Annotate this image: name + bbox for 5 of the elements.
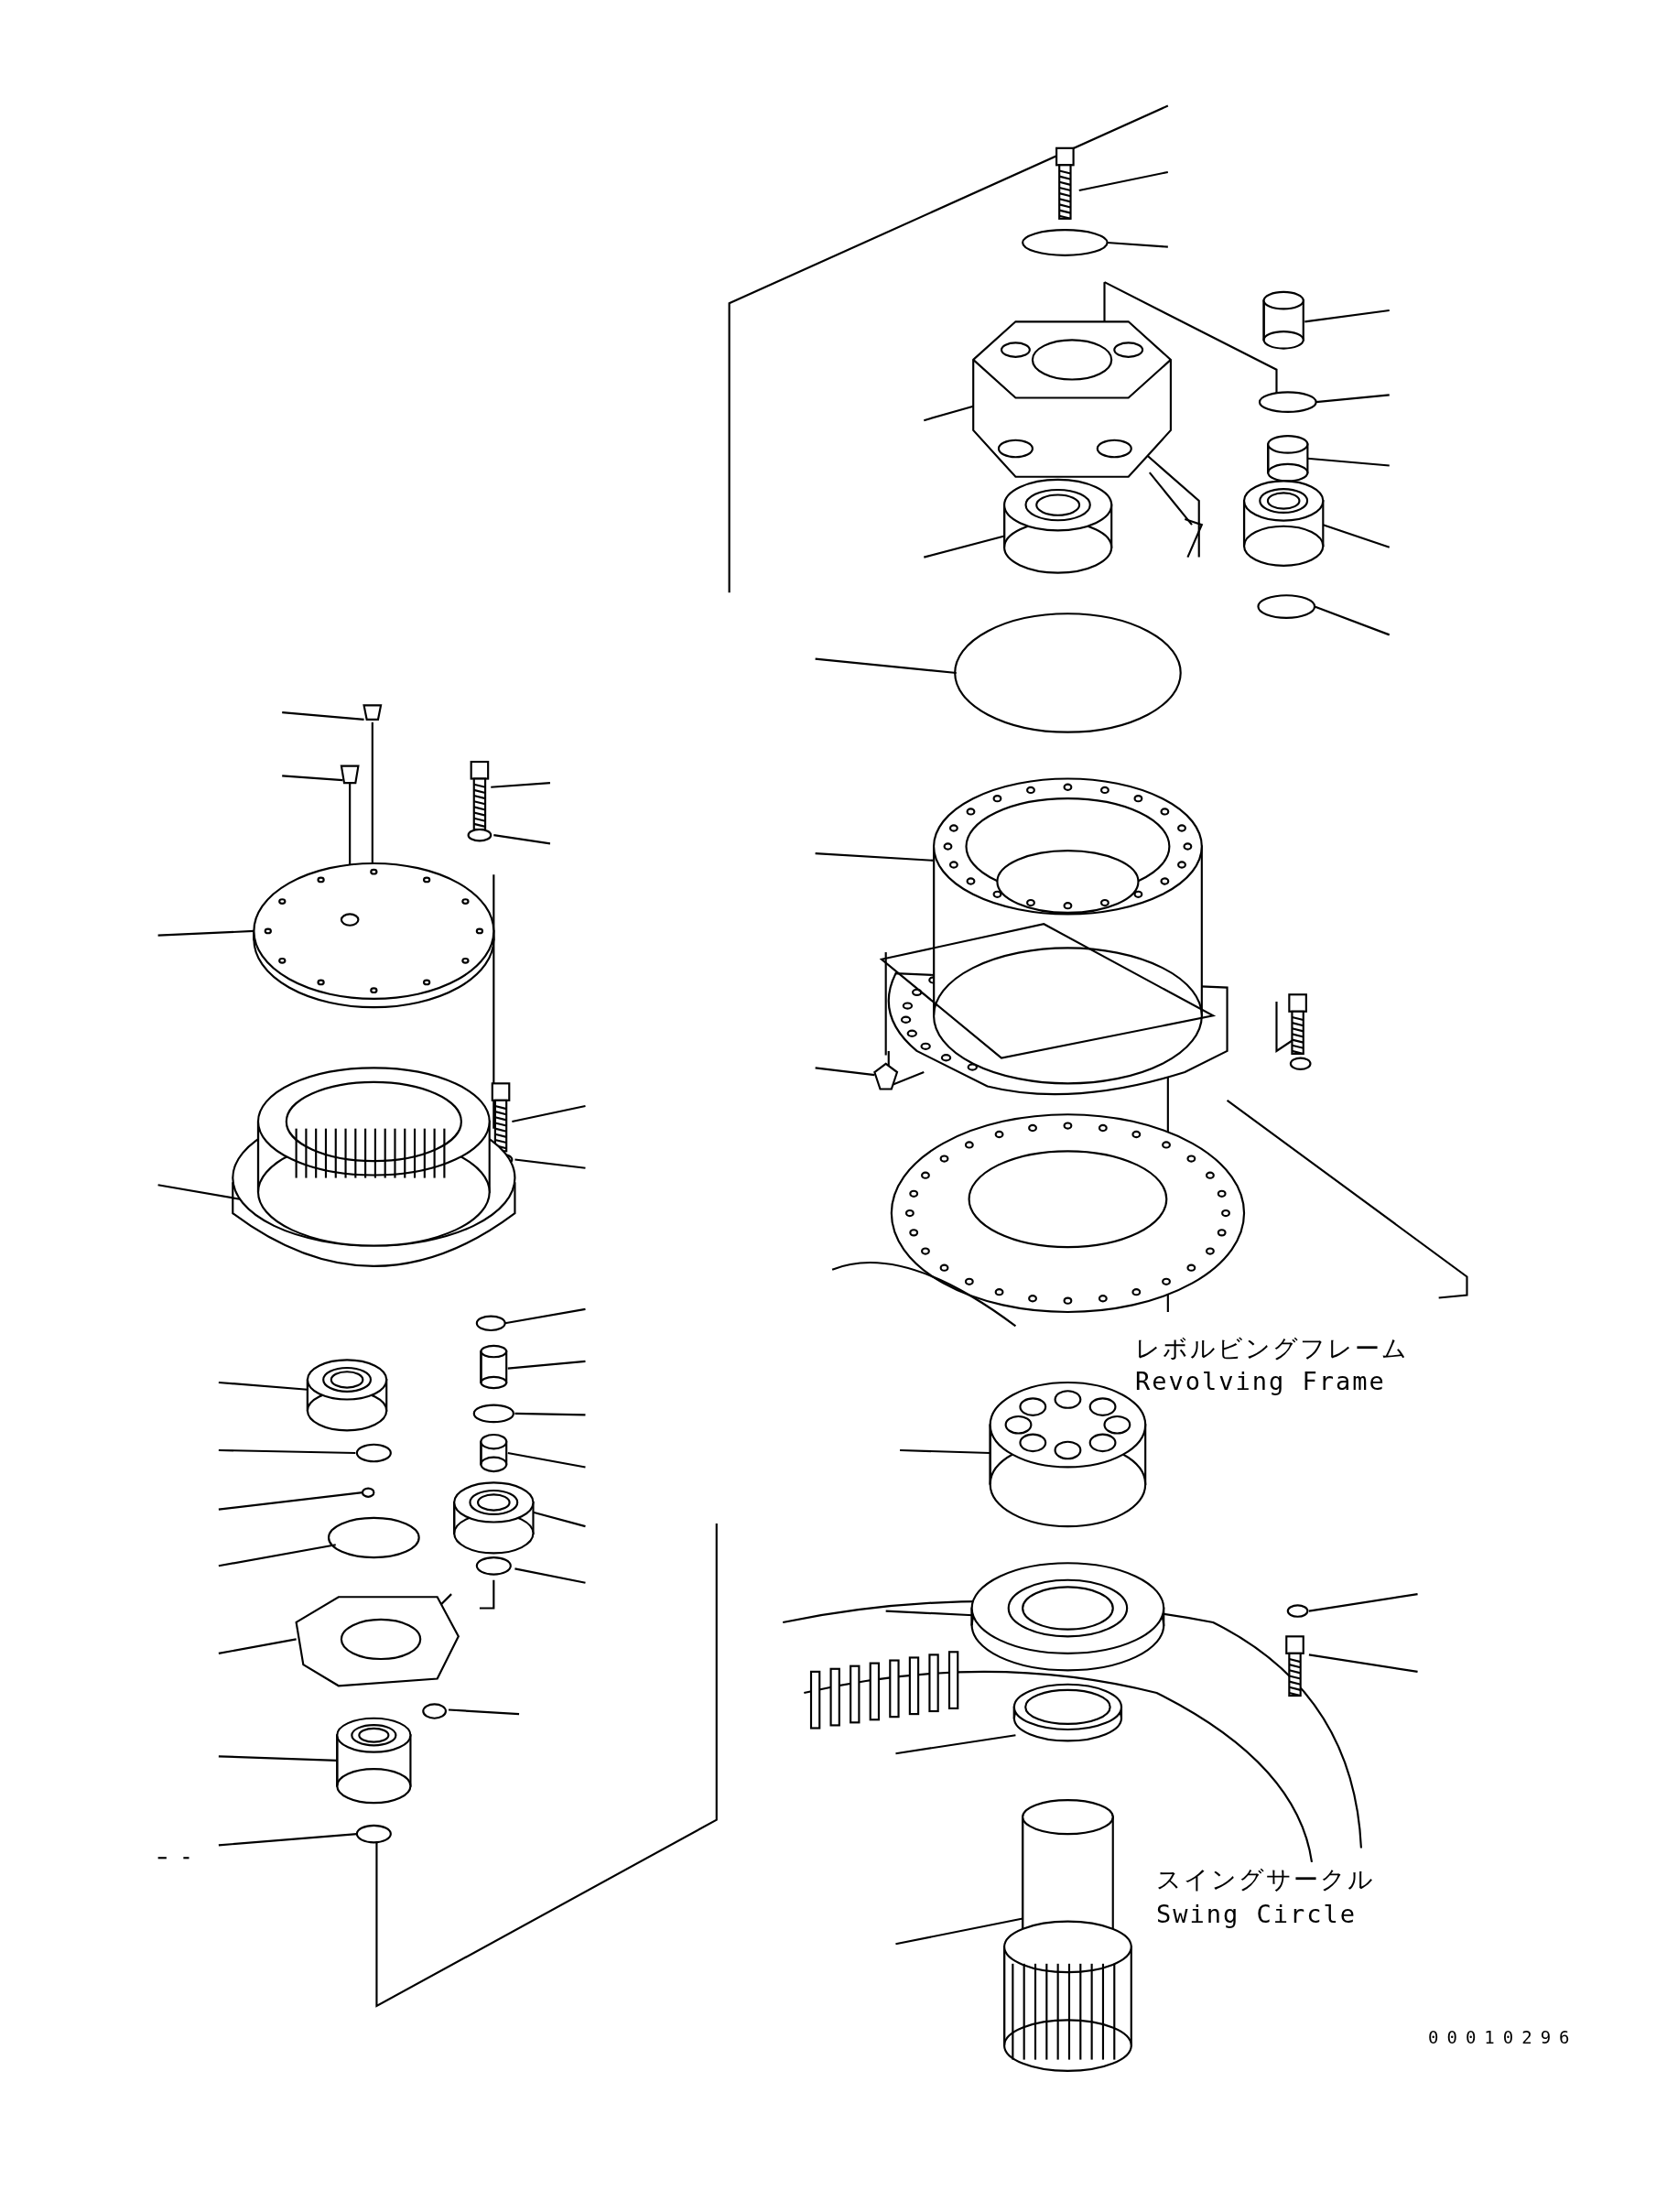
part-name-label: Swing Circle	[1156, 1900, 1358, 1928]
figure-number: 00010296	[1428, 2027, 1578, 2047]
part-name-label: レボルビングフレーム	[1135, 1333, 1409, 1364]
part-name-label: Revolving Frame	[1135, 1367, 1386, 1395]
part-name-label: スイングサークル	[1156, 1864, 1375, 1895]
